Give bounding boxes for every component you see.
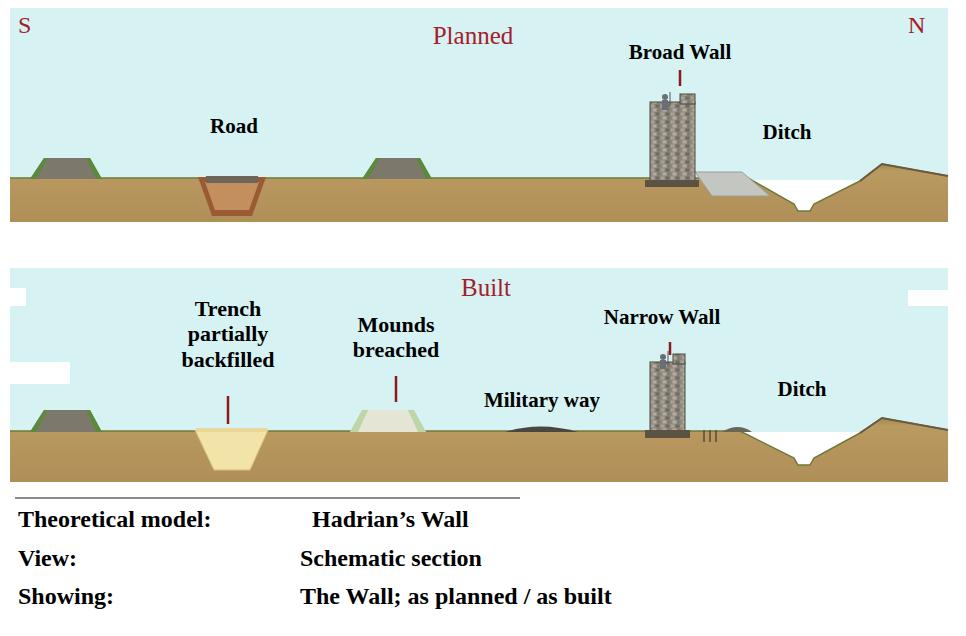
panel-heading: Planned	[403, 22, 543, 51]
part-name: Trench partially backfilled	[163, 296, 293, 372]
caption-key: Theoretical model:	[18, 506, 298, 534]
leader-lines	[228, 70, 680, 424]
panel-heading: Built	[436, 274, 536, 303]
caption-key: View:	[18, 545, 218, 573]
compass-south: S	[18, 12, 48, 40]
part-name: Broad Wall	[600, 40, 760, 64]
caption-value: Schematic section	[300, 545, 600, 573]
part-name: Ditch	[752, 377, 852, 401]
caption-value: Hadrian’s Wall	[312, 506, 592, 534]
part-name: Narrow Wall	[577, 305, 747, 329]
part-name: Ditch	[737, 120, 837, 144]
built-section	[6, 268, 948, 482]
caption-rule	[15, 497, 520, 499]
caption-value: The Wall; as planned / as built	[300, 583, 720, 611]
planned-section	[10, 8, 948, 222]
caption-key: Showing:	[18, 583, 218, 611]
part-name: Military way	[457, 388, 627, 412]
compass-north: N	[908, 12, 938, 40]
part-name: Mounds breached	[326, 312, 466, 363]
part-name: Road	[184, 114, 284, 138]
